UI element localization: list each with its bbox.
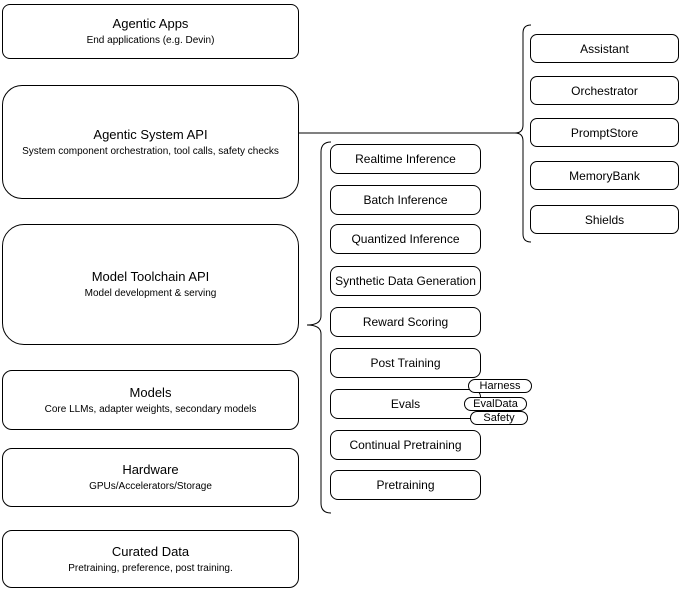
node-title: Model Toolchain API xyxy=(91,269,210,284)
node-title: Agentic Apps xyxy=(112,16,189,31)
pill-evaldata: EvalData xyxy=(464,397,527,411)
node-title: Models xyxy=(129,384,172,400)
node-pretraining: Pretraining xyxy=(330,470,481,500)
node-subtitle: End applications (e.g. Devin) xyxy=(86,35,215,46)
node-hardware: Hardware GPUs/Accelerators/Storage xyxy=(2,448,299,507)
node-models: Models Core LLMs, adapter weights, secon… xyxy=(2,370,299,430)
node-reward-scoring: Reward Scoring xyxy=(330,307,481,337)
node-continual-pretraining: Continual Pretraining xyxy=(330,430,481,460)
node-orchestrator: Orchestrator xyxy=(530,76,679,105)
node-model-toolchain-api: Model Toolchain API Model development & … xyxy=(2,224,299,345)
node-memorybank: MemoryBank xyxy=(530,161,679,190)
node-batch-inference: Batch Inference xyxy=(330,185,481,215)
node-title: Agentic System API xyxy=(93,126,208,142)
node-assistant: Assistant xyxy=(530,34,679,63)
node-synthetic-data-generation: Synthetic Data Generation xyxy=(330,266,481,296)
brace-toolchain-items xyxy=(306,141,332,514)
node-subtitle: Pretraining, preference, post training. xyxy=(68,562,233,574)
pill-safety: Safety xyxy=(470,411,528,425)
node-shields: Shields xyxy=(530,205,679,234)
node-subtitle: System component orchestration, tool cal… xyxy=(22,145,279,157)
node-post-training: Post Training xyxy=(330,348,481,378)
pill-harness: Harness xyxy=(468,379,532,393)
node-subtitle: Model development & serving xyxy=(84,288,217,299)
node-curated-data: Curated Data Pretraining, preference, po… xyxy=(2,530,299,588)
node-title: Curated Data xyxy=(111,543,190,559)
node-subtitle: GPUs/Accelerators/Storage xyxy=(89,481,212,492)
node-quantized-inference: Quantized Inference xyxy=(330,224,481,254)
node-evals: Evals xyxy=(330,389,481,419)
node-realtime-inference: Realtime Inference xyxy=(330,144,481,174)
node-subtitle: Core LLMs, adapter weights, secondary mo… xyxy=(44,403,257,415)
node-agentic-apps: Agentic Apps End applications (e.g. Devi… xyxy=(2,4,299,59)
node-promptstore: PromptStore xyxy=(530,118,679,147)
node-agentic-system-api: Agentic System API System component orch… xyxy=(2,85,299,199)
node-title: Hardware xyxy=(122,462,179,477)
brace-system-components xyxy=(514,24,532,243)
